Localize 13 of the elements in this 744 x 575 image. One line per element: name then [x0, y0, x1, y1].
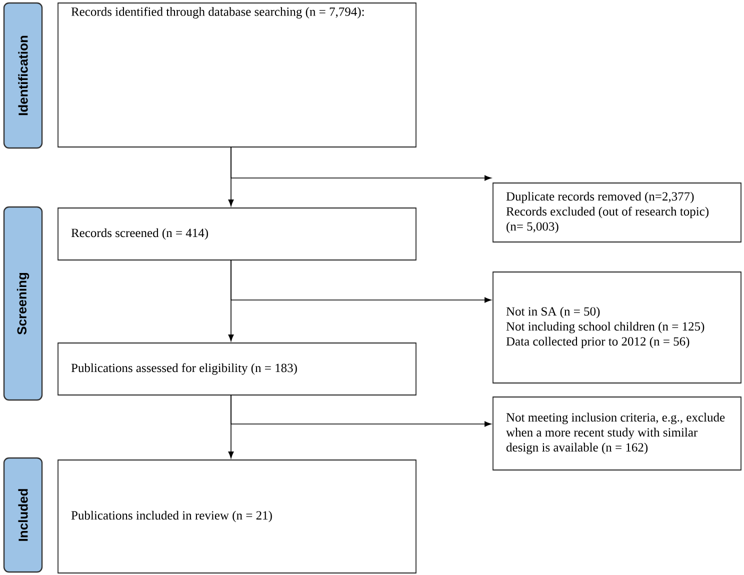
stage-band: Screening	[3, 206, 43, 401]
process-box: Not meeting inclusion criteria, e.g., exclude when a more recent study with similar design is available (n = 162)	[492, 396, 742, 470]
arrow	[230, 394, 492, 427]
process-box: Publications assessed for eligibility (n = 183)	[58, 342, 416, 396]
process-box: Duplicate records removed (n=2,377) Records excluded (out of research topic) (n= 5,003)	[492, 182, 742, 242]
process-box: Publications included in review (n = 21)	[58, 460, 416, 574]
arrow	[230, 260, 492, 303]
stage-band: Included	[3, 457, 43, 573]
process-box: Records identified through database searching (n = 7,794):	[58, 2, 416, 148]
stage-band: Identification	[3, 2, 43, 149]
process-box: Not in SA (n = 50) Not including school children (n = 125) Data collected prior to 2012 (n = 56)	[492, 272, 742, 384]
process-box: Records screened (n = 414)	[58, 208, 416, 260]
arrow	[230, 146, 492, 181]
